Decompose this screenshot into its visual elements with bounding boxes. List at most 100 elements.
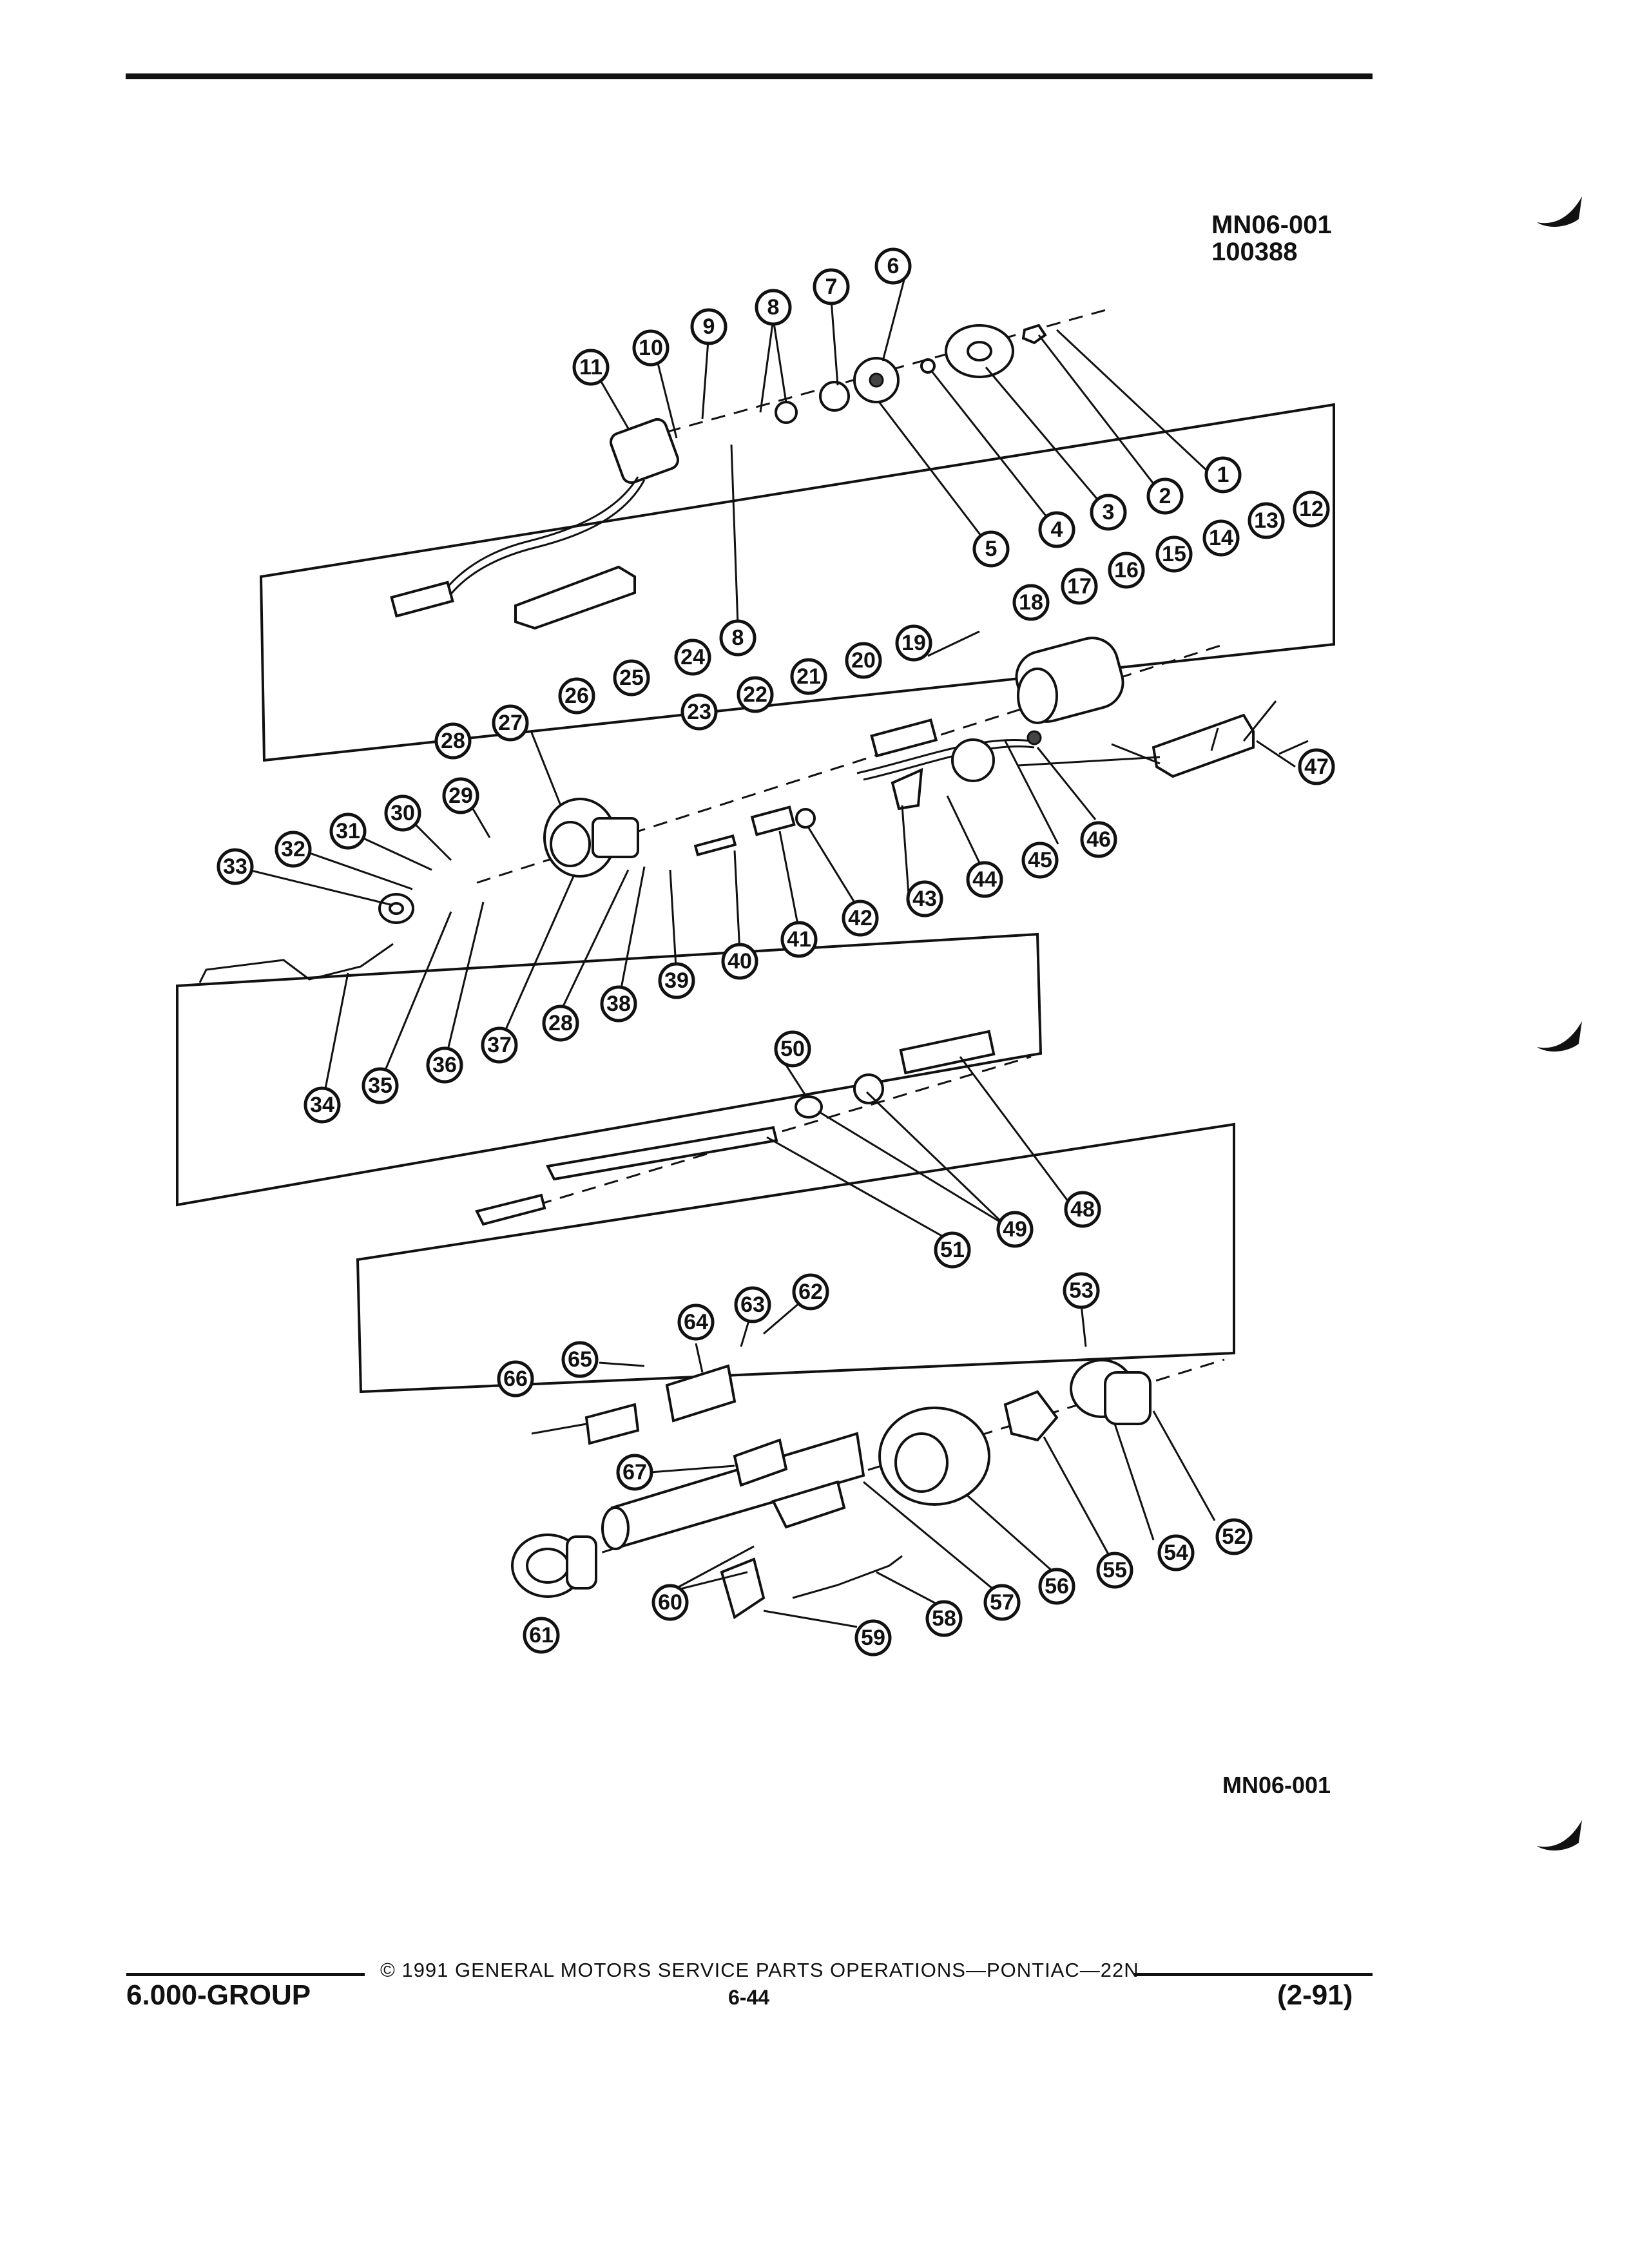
callout-54: 54 xyxy=(1157,1534,1195,1571)
svg-text:40: 40 xyxy=(728,949,752,974)
svg-text:43: 43 xyxy=(912,887,937,911)
svg-text:22: 22 xyxy=(743,682,767,707)
svg-text:24: 24 xyxy=(680,645,705,669)
callout-61: 61 xyxy=(523,1617,560,1654)
part-cover-tube xyxy=(514,565,636,630)
callout-58: 58 xyxy=(925,1600,963,1637)
callout-55: 55 xyxy=(1096,1552,1133,1589)
svg-text:28: 28 xyxy=(441,729,465,753)
svg-text:6: 6 xyxy=(887,254,900,278)
callout-48: 48 xyxy=(1064,1191,1101,1228)
svg-text:46: 46 xyxy=(1086,827,1111,852)
callout-3: 3 xyxy=(1090,494,1127,531)
svg-text:53: 53 xyxy=(1069,1278,1094,1303)
callout-13: 13 xyxy=(1248,502,1285,539)
part-pivot-washer xyxy=(378,893,414,924)
footer-date: (2-91) xyxy=(1277,1979,1353,2011)
svg-text:1: 1 xyxy=(1217,463,1229,487)
svg-text:52: 52 xyxy=(1222,1524,1246,1549)
svg-text:47: 47 xyxy=(1304,754,1329,779)
callout-35: 35 xyxy=(361,1067,399,1104)
callout-43: 43 xyxy=(906,880,943,918)
svg-text:65: 65 xyxy=(568,1347,592,1372)
svg-text:3: 3 xyxy=(1103,500,1115,524)
svg-text:25: 25 xyxy=(619,666,644,690)
part-nut xyxy=(1021,323,1047,345)
callout-40: 40 xyxy=(721,943,758,980)
footer-copyright: © 1991 GENERAL MOTORS SERVICE PARTS OPER… xyxy=(380,1959,1139,1981)
svg-text:21: 21 xyxy=(796,664,821,689)
upper-panel xyxy=(259,403,1335,762)
svg-text:37: 37 xyxy=(487,1033,512,1057)
part-switch-housing xyxy=(390,418,680,618)
callout-24: 24 xyxy=(674,639,711,676)
callout-11: 11 xyxy=(572,349,610,386)
callout-66: 66 xyxy=(497,1360,534,1398)
callout-44: 44 xyxy=(966,861,1003,898)
figure-id-label: MN06-001 xyxy=(1211,211,1332,239)
callout-30: 30 xyxy=(384,794,421,832)
part-lock-bolt xyxy=(891,767,923,811)
callout-26: 26 xyxy=(558,677,595,715)
callout-47: 47 xyxy=(1298,748,1335,785)
svg-text:36: 36 xyxy=(432,1053,457,1077)
svg-text:8: 8 xyxy=(732,626,744,650)
callout-21: 21 xyxy=(790,658,827,695)
part-u-joint xyxy=(795,1030,996,1119)
svg-text:48: 48 xyxy=(1070,1197,1095,1222)
callout-67: 67 xyxy=(616,1454,653,1491)
callout-45: 45 xyxy=(1021,841,1059,879)
part-intermediate-shaft xyxy=(475,1126,778,1226)
figure-bottom-identifier: MN06-001 xyxy=(1222,1772,1331,1798)
callout-28-top: 28 xyxy=(434,722,472,760)
callout-16: 16 xyxy=(1108,552,1145,589)
svg-text:34: 34 xyxy=(310,1093,334,1117)
svg-text:55: 55 xyxy=(1103,1558,1127,1582)
svg-text:31: 31 xyxy=(336,819,360,843)
callout-34: 34 xyxy=(304,1086,341,1124)
part-wiring-harness xyxy=(856,718,1035,781)
svg-text:10: 10 xyxy=(639,336,663,360)
part-rod xyxy=(198,943,394,983)
part-shift-lever-bracket xyxy=(584,1364,737,1445)
callout-25: 25 xyxy=(613,659,650,697)
svg-text:54: 54 xyxy=(1164,1541,1188,1565)
callout-27: 27 xyxy=(492,704,529,742)
binder-tab-mark-middle xyxy=(1537,1021,1582,1052)
callout-50: 50 xyxy=(774,1030,811,1068)
callout-65: 65 xyxy=(561,1341,599,1378)
callout-36: 36 xyxy=(426,1046,463,1084)
callout-5: 5 xyxy=(972,530,1010,568)
header-rule xyxy=(126,73,1373,79)
svg-text:66: 66 xyxy=(503,1367,528,1391)
callout-7: 7 xyxy=(813,268,850,305)
svg-text:15: 15 xyxy=(1162,542,1186,566)
svg-text:56: 56 xyxy=(1045,1574,1069,1599)
footer-page-number: 6-44 xyxy=(728,1986,770,2009)
svg-text:5: 5 xyxy=(985,537,998,561)
callout-53: 53 xyxy=(1063,1272,1100,1309)
callout-31: 31 xyxy=(329,812,367,850)
svg-text:23: 23 xyxy=(687,700,711,724)
svg-text:30: 30 xyxy=(390,801,415,825)
svg-text:26: 26 xyxy=(564,684,589,708)
part-spring xyxy=(819,381,850,412)
callout-14: 14 xyxy=(1202,519,1240,557)
part-bracket xyxy=(1152,713,1255,778)
callout-8-bottom: 8 xyxy=(719,619,757,657)
part-lock-housing xyxy=(1015,637,1124,724)
svg-text:50: 50 xyxy=(780,1037,805,1061)
callout-18: 18 xyxy=(1012,584,1050,621)
lower-panel xyxy=(356,1122,1235,1394)
part-adapter-cap xyxy=(511,1533,597,1598)
callout-46: 46 xyxy=(1080,821,1117,858)
callout-9: 9 xyxy=(690,308,728,345)
callout-19: 19 xyxy=(895,624,932,662)
callout-37: 37 xyxy=(481,1026,518,1064)
part-horn-contact xyxy=(945,324,1014,378)
svg-text:11: 11 xyxy=(579,355,602,380)
svg-text:16: 16 xyxy=(1114,558,1139,582)
callout-4: 4 xyxy=(1038,511,1075,548)
svg-text:51: 51 xyxy=(940,1238,965,1262)
part-bearing-retainer xyxy=(1003,1390,1059,1442)
